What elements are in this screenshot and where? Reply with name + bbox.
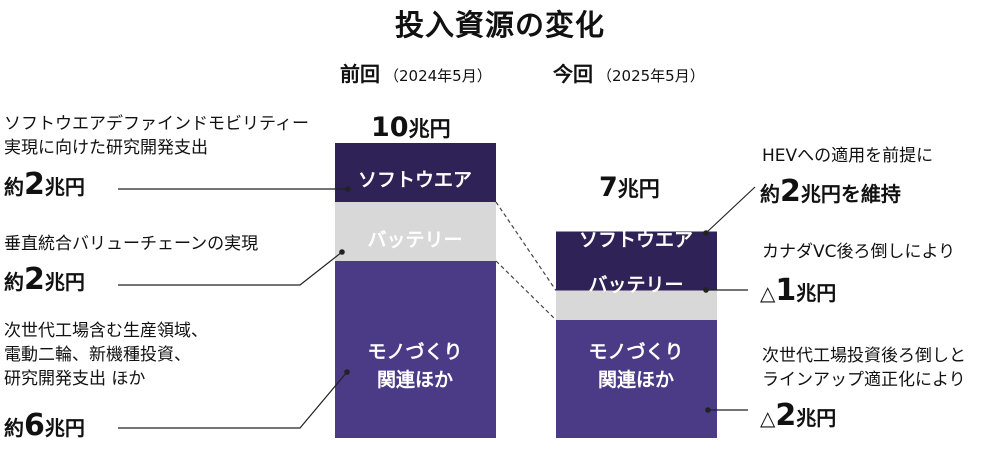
column-label-current: 今回: [553, 62, 593, 86]
left-note-2: 垂直統合バリューチェーンの実現: [4, 234, 259, 254]
bar-mono-previous: [335, 261, 496, 438]
right-note-1: HEVへの適用を前提に: [762, 146, 934, 166]
total-label-current: 7兆円: [599, 172, 660, 203]
segment-label-software-current: ソフトウエア: [578, 229, 693, 251]
right-amount-3: △2兆円: [760, 398, 837, 433]
column-header-previous: 前回（2024年5月）: [340, 58, 492, 87]
bar-software-previous: [335, 143, 496, 202]
column-label-previous: 前回: [340, 62, 380, 86]
bar-software-current: [556, 231, 717, 291]
leader-right-3-dot: [705, 407, 711, 413]
leader-left-3-dot: [344, 369, 350, 375]
left-note-1: ソフトウエアデファインドモビリティー 実現に向けた研究開発支出: [4, 114, 309, 158]
connector-battery-bottom: [495, 260, 557, 321]
connector-battery-top: [495, 201, 557, 291]
segment-label-mono-previous: モノづくり 関連ほか: [367, 341, 463, 391]
right-note-2: カナダVC後ろ倒しにより: [762, 242, 956, 262]
leader-right-1-dot: [703, 230, 709, 236]
column-date-previous: （2024年5月）: [384, 67, 492, 85]
right-note-3: 次世代工場投資後ろ倒しと ラインアップ適正化により: [762, 346, 966, 390]
left-amount-2: 約2兆円: [4, 262, 85, 297]
leader-left-3: [118, 371, 348, 429]
bar-battery-current: [556, 290, 717, 320]
total-label-previous: 10兆円: [371, 112, 451, 143]
left-amount-3: 約6兆円: [4, 408, 85, 443]
leader-left-1-dot: [345, 186, 351, 192]
segment-label-mono-current: モノづくり 関連ほか: [588, 341, 684, 391]
chart-title: 投入資源の変化: [394, 8, 605, 42]
column-date-current: （2025年5月）: [597, 67, 705, 85]
segment-label-battery-previous: バッテリー: [367, 229, 463, 251]
right-amount-1: 約2兆円を維持: [760, 174, 901, 209]
leader-left-2-dot: [339, 249, 345, 255]
leader-right-2-dot: [703, 287, 709, 293]
left-note-3: 次世代工場含む生産領域、 電動二輪、新機種投資、 研究開発支出 ほか: [4, 321, 208, 389]
leader-right-1: [705, 186, 756, 234]
segment-label-battery-current: バッテリー: [588, 274, 684, 296]
bar-battery-previous: [335, 202, 496, 261]
segment-label-software-previous: ソフトウエア: [357, 169, 472, 191]
left-amount-1: 約2兆円: [4, 167, 85, 202]
bar-mono-current: [556, 320, 717, 438]
column-header-current: 今回（2025年5月）: [553, 58, 705, 87]
leader-left-2: [118, 251, 343, 286]
right-amount-2: △1兆円: [760, 273, 837, 308]
